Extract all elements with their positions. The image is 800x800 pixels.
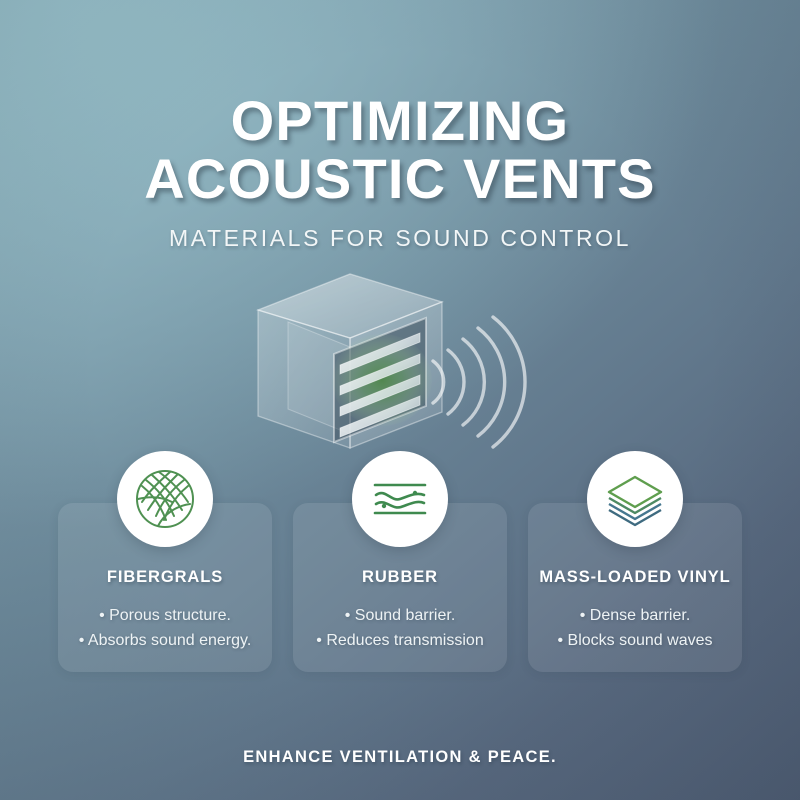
bullet-item: Reduces transmission — [293, 628, 507, 653]
bullet-item: Dense barrier. — [528, 603, 742, 628]
bullet-item: Absorbs sound energy. — [58, 628, 272, 653]
bullet-item: Porous structure. — [58, 603, 272, 628]
fiber-ball-icon — [117, 451, 213, 547]
layered-stack-icon — [587, 451, 683, 547]
bullet-item: Sound barrier. — [293, 603, 507, 628]
poster-header: OPTIMIZING ACOUSTIC VENTS MATERIALS FOR … — [0, 92, 800, 252]
card-title: RUBBER — [362, 568, 438, 586]
material-cards: FIBERGRALS Porous structure. Absorbs sou… — [58, 451, 742, 672]
material-card-mass-loaded-vinyl[interactable]: MASS-LOADED VINYL Dense barrier. Blocks … — [528, 451, 742, 672]
page-title-line-2: ACOUSTIC VENTS — [144, 147, 656, 210]
card-bullets: Dense barrier. Blocks sound waves — [528, 603, 742, 653]
card-bullets: Porous structure. Absorbs sound energy. — [58, 603, 272, 653]
page-subtitle: MATERIALS FOR SOUND CONTROL — [168, 225, 632, 251]
enclosure-highlight — [258, 274, 442, 338]
card-bullets: Sound barrier. Reduces transmission — [293, 603, 507, 653]
bullet-item: Blocks sound waves — [528, 628, 742, 653]
footer-tagline: ENHANCE VENTILATION & PEACE. — [243, 748, 557, 766]
acoustic-vent-illustration — [230, 262, 570, 472]
page-title-line-1: OPTIMIZING — [230, 89, 570, 152]
card-title: FIBERGRALS — [106, 568, 224, 586]
material-card-fibergrals[interactable]: FIBERGRALS Porous structure. Absorbs sou… — [58, 451, 272, 672]
rubber-waves-icon — [352, 451, 448, 547]
sound-wave-arcs — [431, 315, 527, 449]
card-title: MASS-LOADED VINYL — [539, 568, 731, 586]
material-card-rubber[interactable]: RUBBER Sound barrier. Reduces transmissi… — [293, 451, 507, 672]
vent-louvers — [339, 332, 421, 438]
